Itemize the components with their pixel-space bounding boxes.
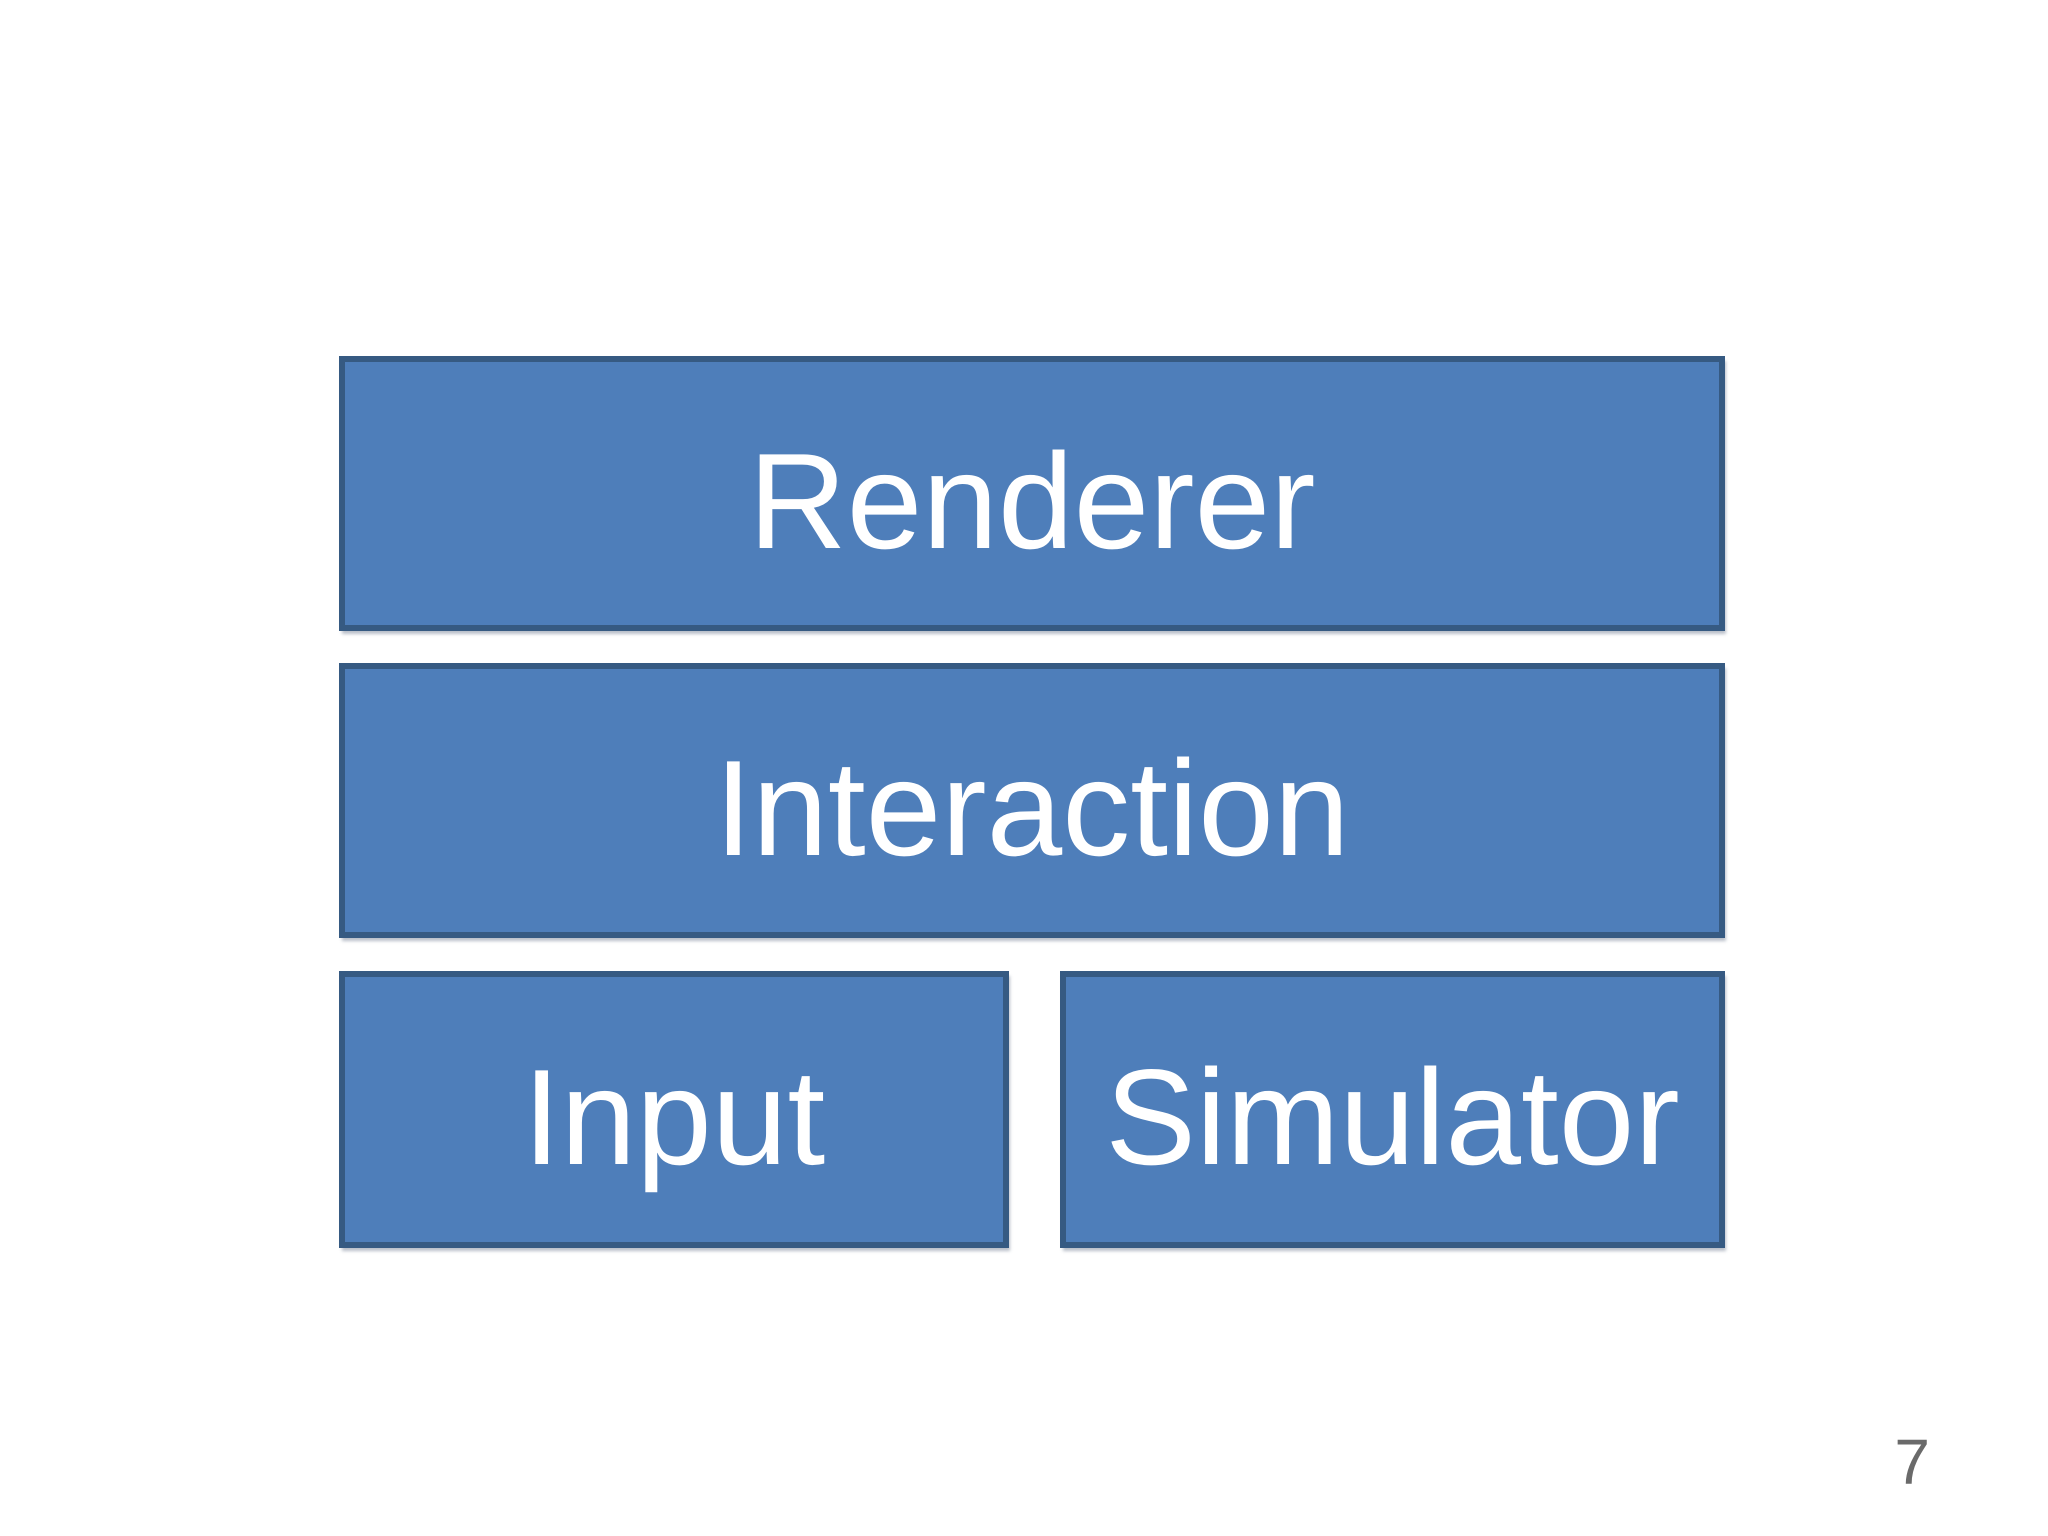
renderer-box: Renderer (339, 356, 1725, 631)
renderer-box-label: Renderer (748, 424, 1316, 577)
interaction-box: Interaction (339, 663, 1725, 938)
input-box-label: Input (522, 1040, 826, 1193)
simulator-box-label: Simulator (1105, 1040, 1680, 1193)
slide-page-number: 7 (1894, 1426, 1930, 1498)
input-box: Input (339, 971, 1009, 1248)
simulator-box: Simulator (1060, 971, 1725, 1248)
interaction-box-label: Interaction (714, 731, 1350, 884)
